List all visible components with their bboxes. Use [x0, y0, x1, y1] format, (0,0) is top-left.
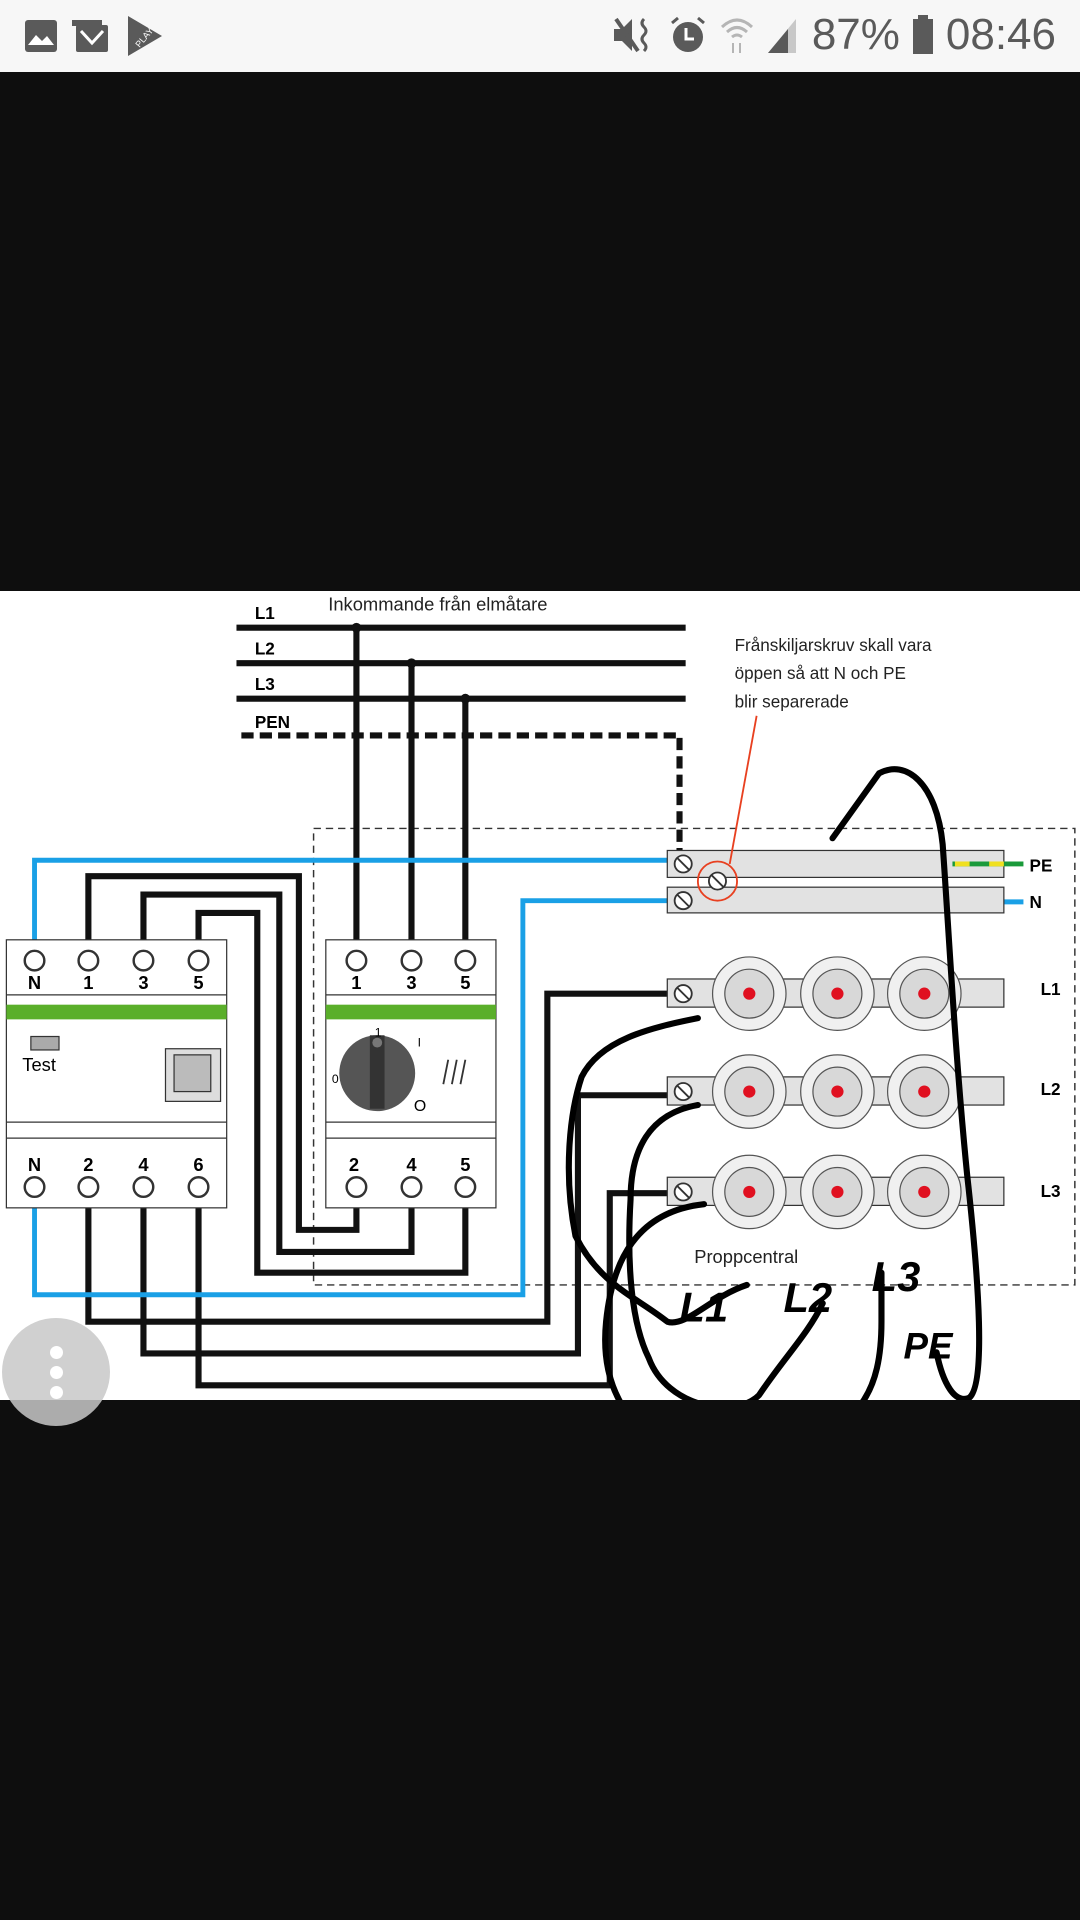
gallery-icon: [25, 20, 57, 52]
more-vert-icon: [50, 1386, 63, 1399]
battery-icon: [912, 15, 933, 54]
email-icon: [72, 20, 108, 52]
bus-label-l3: L3: [255, 674, 275, 694]
dial-mark: O: [414, 1098, 426, 1115]
main-switch-module: [325, 939, 497, 1209]
signal-icon: [767, 19, 796, 53]
dial-mark: 1: [375, 1026, 382, 1040]
rcd-terminal-label: 4: [138, 1154, 149, 1175]
more-vert-icon: [50, 1346, 63, 1359]
switch-terminal-label: 1: [351, 972, 361, 993]
dial-mark: 0: [332, 1072, 339, 1086]
note-line-3: blir separerade: [735, 691, 849, 711]
rcd-terminal-label: 6: [193, 1154, 203, 1175]
rail-label-pe: PE: [1030, 855, 1053, 875]
more-options-button[interactable]: [2, 1318, 110, 1426]
note-line-1: Frånskiljarskruv skall vara: [735, 635, 932, 655]
fuse-rows: [666, 956, 1005, 1230]
bus-label-pen: PEN: [255, 712, 290, 732]
switch-terminal-label: 4: [406, 1154, 417, 1175]
status-bar: PLAY 87% 08:46: [0, 0, 1080, 72]
rcd-test-label: Test: [22, 1054, 56, 1075]
bus-label-l1: L1: [255, 603, 275, 623]
rcd-terminal-label: 1: [83, 972, 93, 993]
rcd-module: [5, 939, 228, 1209]
fuse-row-label-l1: L1: [1041, 979, 1061, 999]
note-line-2: öppen så att N och PE: [735, 663, 906, 683]
alarm-icon: [670, 16, 705, 52]
wiring-diagram-image: L1 L2 L3 PEN Inkommande från elmåtare PE…: [0, 591, 1080, 1469]
rcd-terminal-label: N: [28, 972, 41, 993]
fuse-row-label-l2: L2: [1041, 1079, 1061, 1099]
rcd-terminal-label: 3: [138, 972, 148, 993]
fuse-row-label-l3: L3: [1041, 1181, 1061, 1201]
fuse-board-label: Proppcentral: [694, 1246, 798, 1267]
handwritten-label: L2: [784, 1274, 833, 1321]
clock: 08:46: [945, 10, 1056, 59]
rcd-terminal-label: 5: [193, 972, 203, 993]
battery-percentage: 87%: [811, 10, 900, 59]
rcd-terminal-label: N: [28, 1154, 41, 1175]
switch-terminal-label: 2: [349, 1154, 359, 1175]
bus-label-l2: L2: [255, 639, 275, 659]
wifi-icon: [720, 18, 753, 53]
play-store-icon: PLAY: [128, 16, 162, 56]
diagram-title: Inkommande från elmåtare: [328, 594, 547, 615]
switch-terminal-label: 3: [406, 972, 416, 993]
switch-terminal-label: 5: [460, 1154, 470, 1175]
mute-vibrate-icon: [613, 17, 648, 53]
rcd-terminal-label: 2: [83, 1154, 93, 1175]
more-vert-icon: [50, 1366, 63, 1379]
dial-mark: I: [418, 1035, 421, 1049]
handwritten-label: PE: [903, 1325, 953, 1366]
fuse-board-enclosure: [312, 827, 1076, 1286]
rail-label-n: N: [1030, 892, 1042, 912]
handwritten-label: L1: [680, 1284, 729, 1331]
switch-terminal-label: 5: [460, 972, 470, 993]
handwritten-label: L3: [872, 1253, 921, 1300]
separation-screw-highlight: [696, 860, 738, 902]
